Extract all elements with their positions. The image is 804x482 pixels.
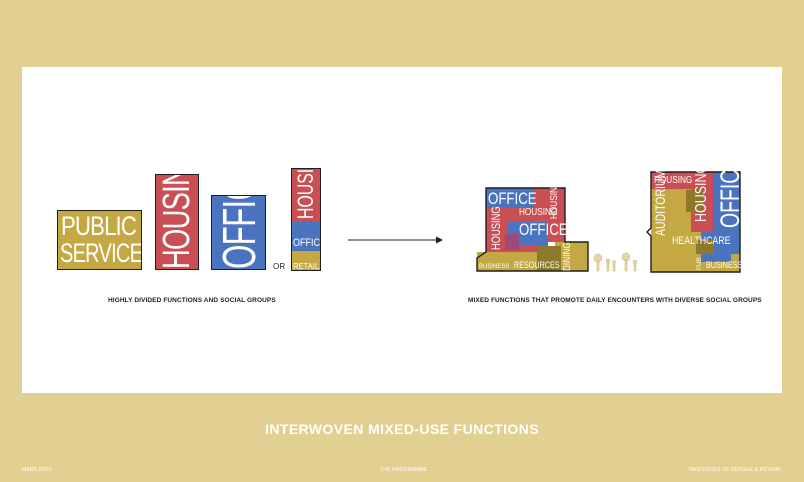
stack-office-segment <box>292 221 320 251</box>
stack-office-label: OFFICE <box>293 237 321 249</box>
b-business-label: BUSINESS <box>706 260 743 270</box>
or-label: OR <box>273 262 286 271</box>
footer-right: TAPESTRIES OF REFUGE & REVIVAL <box>687 467 782 473</box>
arrow-icon <box>348 236 443 244</box>
mixed-building-a: OFFICE HOUSING HOUSING HOUSING OFFICE DI… <box>475 181 590 272</box>
office-label: OFFICE <box>213 195 265 269</box>
building-b-shapes <box>646 171 741 273</box>
public-services-label-line2: SERVICES <box>60 238 142 268</box>
left-caption: HIGHLY DIVIDED FUNCTIONS AND SOCIAL GROU… <box>108 297 276 304</box>
footer-center: THE PROGRAMME <box>380 467 428 473</box>
stack-retail-segment <box>292 251 320 270</box>
mixed-building-b: HOUSING AUDITORIUM HEALTHCARE HOUSING OF… <box>646 157 745 273</box>
stacked-block: HOUSING OFFICE RETAIL <box>291 168 321 271</box>
diagram-panel: PUBLIC SERVICES HOUSING OFFICE OR HOUSIN… <box>22 67 782 393</box>
b-auditorium-label: AUDITORIUM <box>652 169 668 236</box>
stack-housing-label: HOUSING <box>293 168 318 219</box>
public-services-label-line1: PUBLIC <box>61 211 137 241</box>
page-title: INTERWOVEN MIXED-USE FUNCTIONS <box>265 421 539 437</box>
a-housing-left-label: HOUSING <box>489 206 503 250</box>
right-caption: MIXED FUNCTIONS THAT PROMOTE DAILY ENCOU… <box>468 297 762 304</box>
housing-block: HOUSING <box>155 174 199 270</box>
a-resources-label: RESOURCES <box>514 260 560 270</box>
b-housing-top-label: HOUSING <box>654 175 693 186</box>
people-trees-icon <box>593 252 638 272</box>
b-housing-vertical-label: HOUSING <box>693 163 710 222</box>
a-office-top-label: OFFICE <box>488 189 537 208</box>
footer-left: MARK RIOS <box>22 467 52 473</box>
b-small-label: PUB <box>697 257 703 270</box>
a-dining-label: DINING <box>562 242 573 271</box>
housing-label: HOUSING <box>156 174 198 269</box>
stack-retail-label: RETAIL <box>293 262 320 271</box>
building-a-shapes <box>476 187 589 272</box>
public-services-block: PUBLIC SERVICES <box>57 210 142 270</box>
office-block: OFFICE <box>211 195 266 270</box>
b-healthcare-label: HEALTHCARE <box>672 235 731 247</box>
b-office-vertical-label: OFFICE <box>715 156 745 228</box>
a-housing-right-label: HOUSING <box>549 180 560 219</box>
a-housing-mid-label: HOUSING <box>519 207 558 218</box>
a-office-mid-label: OFFICE <box>519 220 568 239</box>
a-business-label: BUSINESS <box>479 264 510 270</box>
